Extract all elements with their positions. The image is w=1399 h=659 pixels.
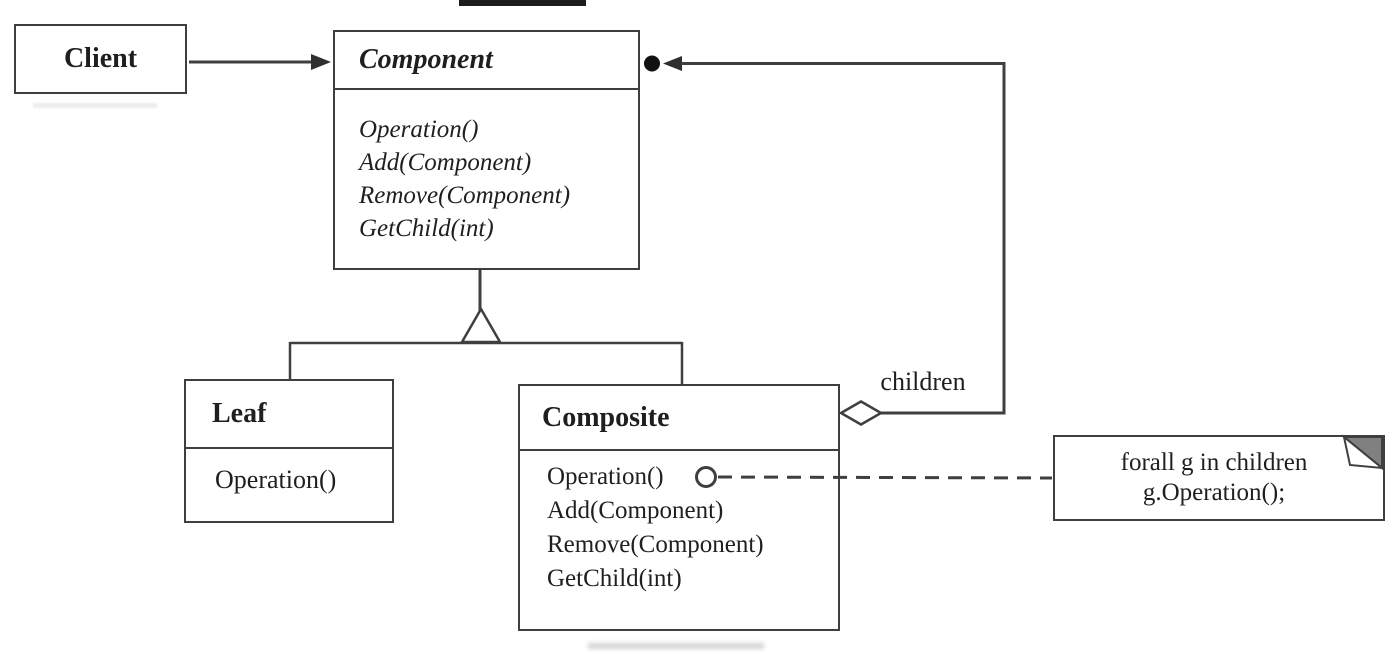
client-component-arrowhead-icon xyxy=(311,54,331,70)
composite-methods: Operation() Add(Component) Remove(Compon… xyxy=(520,451,838,596)
leaf-header: Leaf xyxy=(186,381,392,449)
class-box-composite: Composite Operation() Add(Component) Rem… xyxy=(518,384,840,631)
composite-header: Composite xyxy=(520,386,838,451)
aggregation-diamond-icon xyxy=(838,400,884,426)
cropped-top-artifact xyxy=(459,0,586,6)
method-operation: Operation() xyxy=(215,465,337,494)
method-getchild: GetChild(int) xyxy=(359,215,494,242)
note-line-2: g.Operation(); xyxy=(1142,479,1286,506)
method-add: Add(Component) xyxy=(359,149,532,176)
component-methods: Operation() Add(Component) Remove(Compon… xyxy=(335,90,638,245)
client-shadow-artifact xyxy=(33,103,157,108)
method-add: Add(Component) xyxy=(547,497,724,524)
filled-circle-terminator-icon xyxy=(644,55,660,72)
composite-class-title: Composite xyxy=(542,401,670,433)
method-remove: Remove(Component) xyxy=(547,531,764,558)
method-getchild: GetChild(int) xyxy=(547,565,682,592)
children-association-label: children xyxy=(880,367,966,396)
method-remove: Remove(Component) xyxy=(359,182,571,209)
inheritance-triangle-icon xyxy=(459,306,503,344)
composite-shadow-artifact xyxy=(588,643,764,649)
class-box-component: Component Operation() Add(Component) Rem… xyxy=(333,30,640,270)
note-box: forall g in children g.Operation(); xyxy=(1053,435,1385,521)
component-class-title: Component xyxy=(359,44,493,75)
note-line-1: forall g in children xyxy=(1120,449,1308,476)
method-operation: Operation() xyxy=(547,463,664,490)
open-circle-anchor-icon xyxy=(695,466,717,488)
client-class-title: Client xyxy=(63,43,138,74)
leaf-methods: Operation() xyxy=(186,449,392,495)
component-header: Component xyxy=(335,32,638,90)
class-box-client: Client xyxy=(14,24,187,94)
note-fold-flap-icon xyxy=(1342,434,1386,470)
method-operation: Operation() xyxy=(359,116,479,143)
leaf-class-title: Leaf xyxy=(212,398,267,429)
children-arrowhead-icon xyxy=(663,56,682,71)
note-dashed-line xyxy=(717,475,1053,480)
